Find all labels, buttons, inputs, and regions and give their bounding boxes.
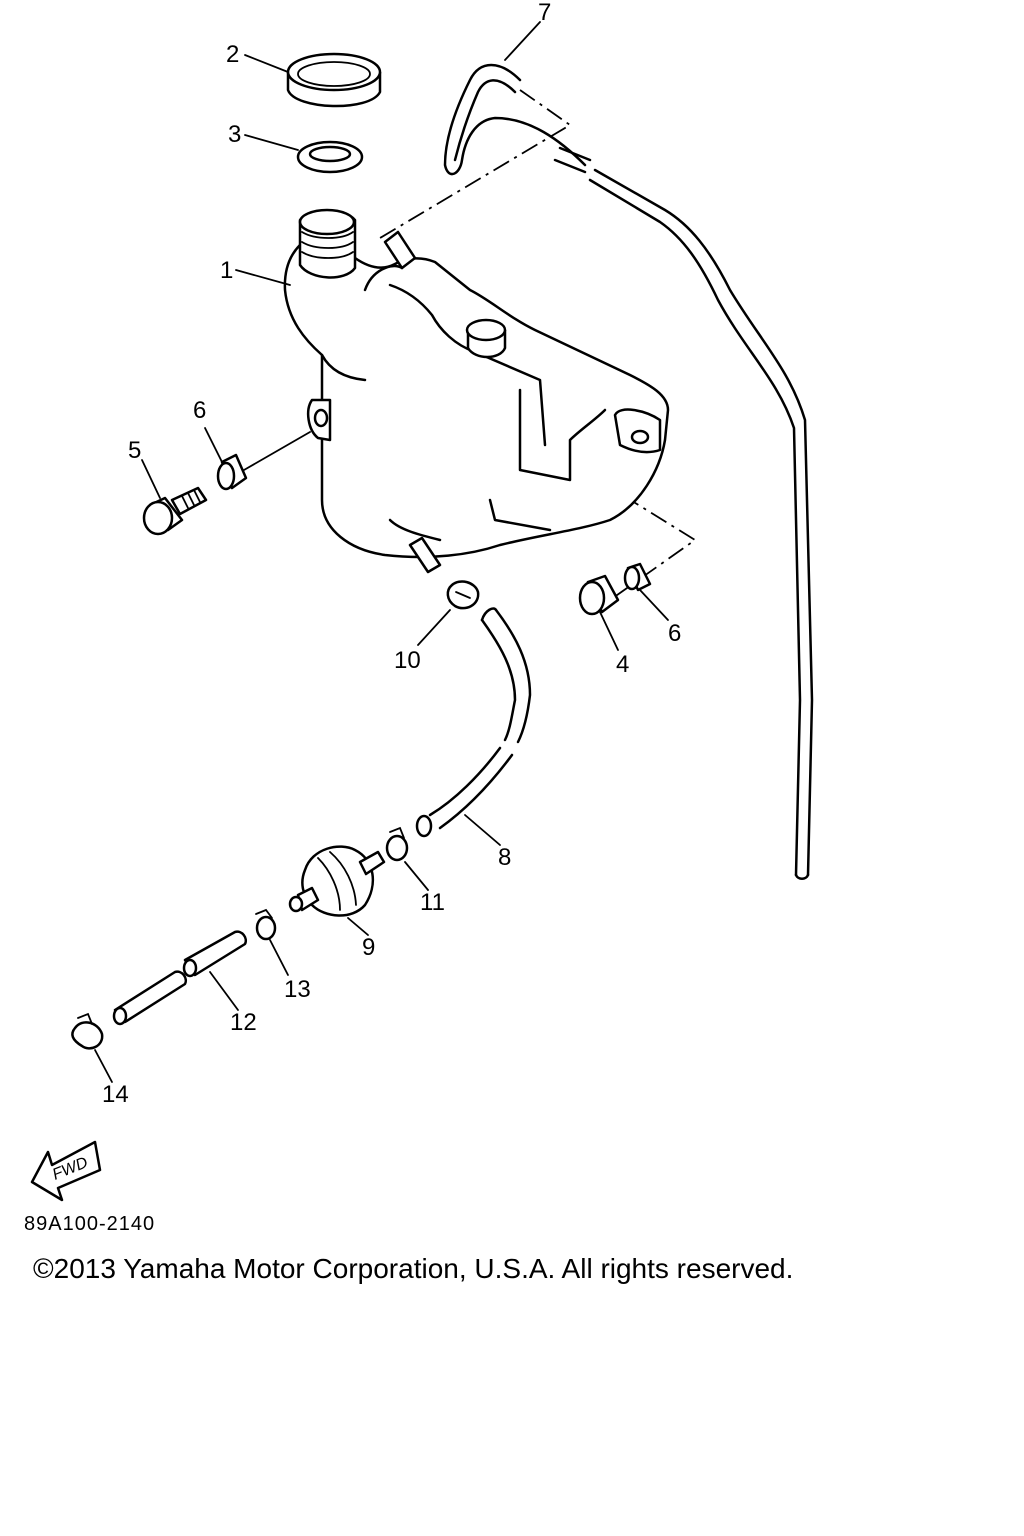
clip-11: [385, 826, 409, 862]
callout-4: 4: [616, 651, 629, 678]
fuel-filter-9: [288, 845, 386, 917]
callout-7: 7: [538, 0, 551, 26]
callout-9: 9: [362, 934, 375, 961]
callout-6-right: 6: [668, 620, 681, 647]
callout-1: 1: [220, 257, 233, 284]
clip-14: [71, 1012, 104, 1050]
breather-hose-7: [443, 63, 814, 880]
cap-gasket-3: [296, 140, 364, 174]
callout-14: 14: [102, 1081, 129, 1108]
oil-tank-1: [283, 208, 670, 574]
grommet-4: [578, 574, 620, 616]
callout-13: 13: [284, 976, 311, 1003]
callout-5: 5: [128, 437, 141, 464]
callout-10: 10: [394, 647, 421, 674]
hose-8: [415, 607, 532, 838]
fwd-arrow-icon: FWD: [30, 1140, 102, 1202]
callout-8: 8: [498, 844, 511, 871]
tank-cap-2: [286, 52, 382, 108]
callout-3: 3: [228, 121, 241, 148]
callout-2: 2: [226, 41, 239, 68]
clip-13: [255, 908, 277, 941]
bolt-5: [142, 486, 208, 536]
callout-6-left: 6: [193, 397, 206, 424]
copyright-notice: ©2013 Yamaha Motor Corporation, U.S.A. A…: [33, 1253, 794, 1284]
callout-12: 12: [230, 1009, 257, 1036]
collar-6-left: [216, 431, 311, 491]
collar-6-right: [623, 562, 652, 592]
hose-12: [112, 930, 247, 1026]
diagram-code: 89A100-2140: [24, 1213, 156, 1235]
leader-lines: [94, 21, 669, 1083]
clip-10: [446, 580, 480, 610]
callout-11: 11: [420, 889, 445, 916]
